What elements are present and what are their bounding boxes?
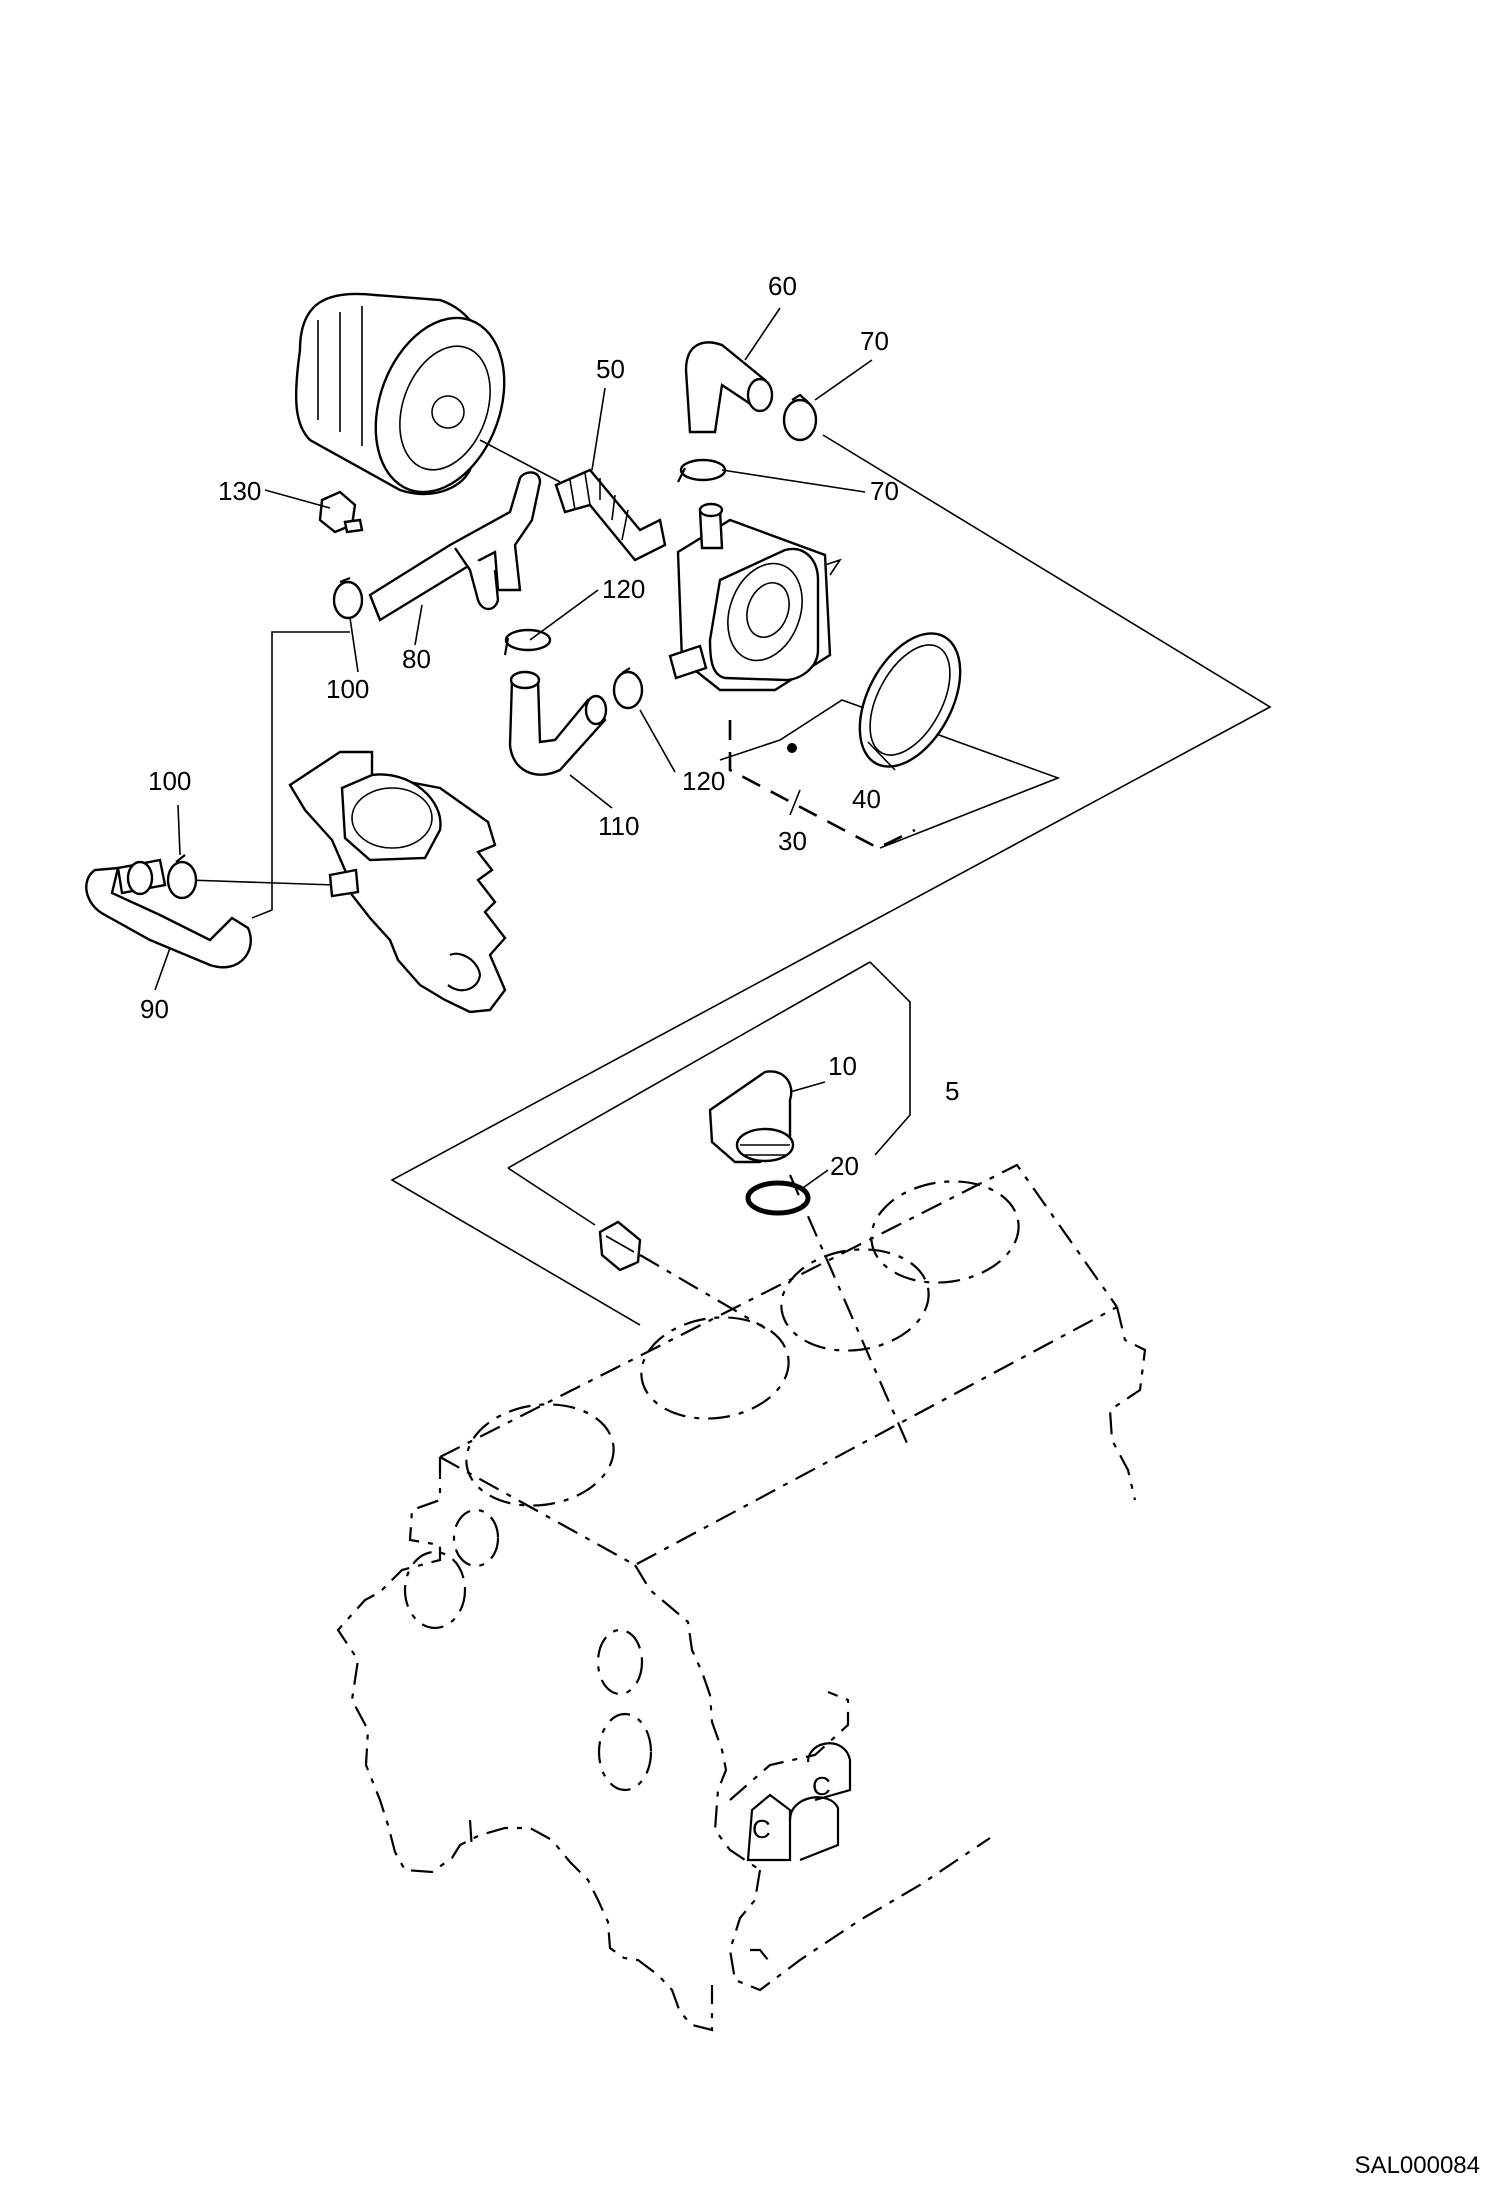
callout-50: 50 [596,354,625,384]
filler-cap-10 [708,1070,795,1164]
clamp-100-upper [332,576,364,620]
callout-130: 130 [218,476,261,506]
clamp-120-upper [503,628,552,656]
pipe-80 [368,471,542,622]
o-ring-20 [745,1180,811,1216]
svg-text:C: C [752,1814,771,1844]
callout-100a: 100 [326,674,369,704]
gasket-40 [858,632,962,768]
hose-60 [684,341,774,434]
callout-40: 40 [852,784,881,814]
callout-80: 80 [402,644,431,674]
hose-110 [508,670,608,776]
callout-10: 10 [828,1051,857,1081]
callout-30: 30 [778,826,807,856]
clamp-70-upper [782,393,818,442]
svg-text:C: C [812,1771,831,1801]
callout-60: 60 [768,271,797,301]
callout-20: 20 [830,1151,859,1181]
callout-100b: 100 [148,766,191,796]
drain-plug [598,1220,642,1272]
callout-120a: 120 [682,766,725,796]
figure-code: SAL000084 [1354,2152,1480,2179]
bolt-130 [318,490,364,534]
clamp-100-lower [166,854,198,900]
hose-90 [85,858,252,969]
callout-labels: 5 10 20 30 40 50 60 70 70 80 90 100 100 … [140,271,959,1181]
callout-90: 90 [140,994,169,1024]
indicator-lines [187,434,1272,1451]
callout-leaders [154,307,896,1191]
callout-110: 110 [598,811,639,841]
callout-5: 5 [945,1076,959,1106]
clamp-120-lower [612,667,644,710]
engine-block: C C [336,1163,1147,2032]
oil-cooler [668,502,842,753]
oil-filter [294,292,561,496]
callout-70a: 70 [860,326,889,356]
connector-50 [554,468,667,562]
callout-70b: 70 [870,476,899,506]
clamp-70-lower [677,458,727,483]
callout-120b: 120 [602,574,645,604]
bracket-housing [288,750,507,1014]
